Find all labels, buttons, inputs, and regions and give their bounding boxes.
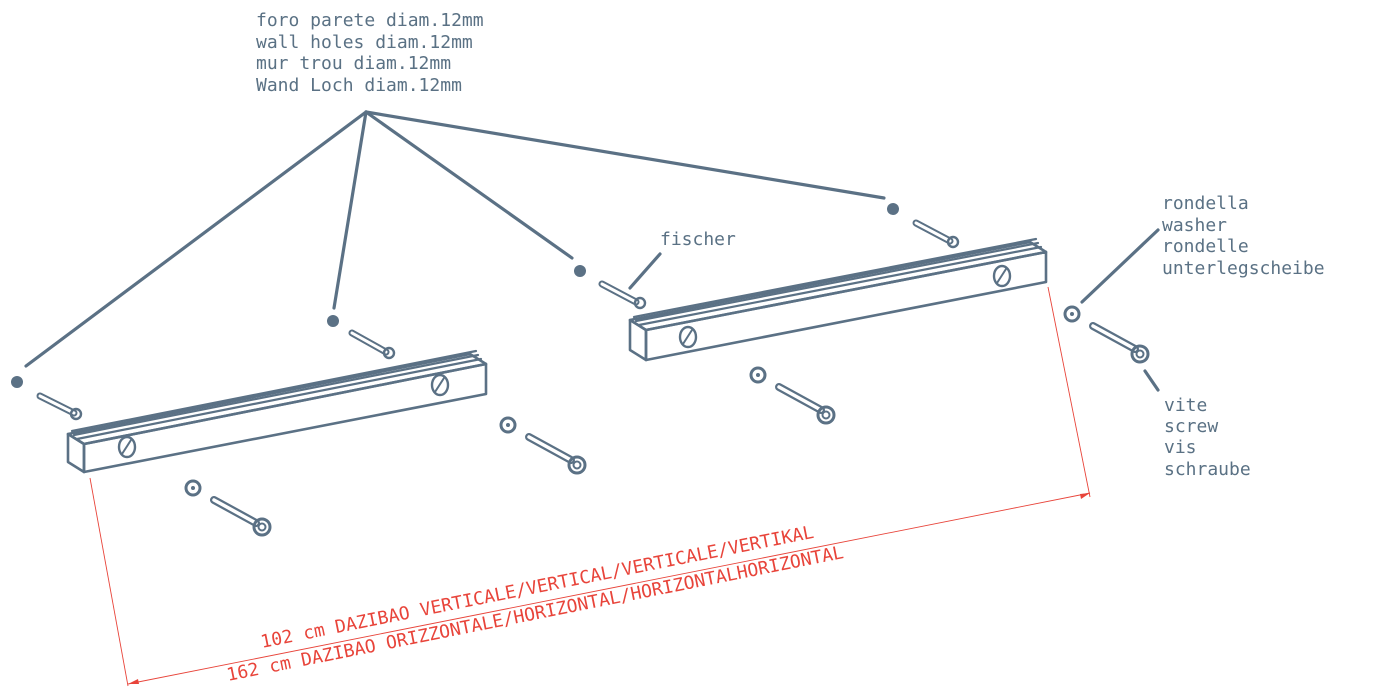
fischer-plug [912, 219, 960, 249]
washer-label: rondella washer rondelle unterlegscheibe [1162, 193, 1325, 279]
screw-assembly [499, 416, 587, 475]
wall-hole-label-fr: mur trou diam.12mm [256, 53, 451, 74]
screw-head [567, 455, 587, 475]
washer-label-fr: rondelle [1162, 236, 1249, 257]
screw-assembly [749, 366, 836, 425]
leader-line [332, 110, 368, 310]
wall-hole [327, 315, 339, 327]
washer [499, 416, 517, 434]
washer-label-en: washer [1162, 215, 1227, 236]
screw-label-de: schraube [1164, 459, 1251, 480]
washer-label-de: unterlegscheibe [1162, 258, 1325, 279]
wall-holes [11, 203, 899, 388]
rail-hole [992, 264, 1012, 288]
screw-assembly [1063, 305, 1150, 364]
screw-label-fr: vis [1164, 437, 1197, 458]
washer-label-it: rondella [1162, 193, 1249, 214]
washer [749, 366, 767, 384]
screw-leader [1143, 369, 1160, 392]
rail-hole [678, 325, 698, 349]
wall-hole [11, 376, 23, 388]
leader-line [364, 110, 886, 200]
wall-plugs [36, 219, 960, 421]
dimension-lines [89, 286, 1091, 687]
washer-leader [1080, 228, 1160, 304]
rail-hole [117, 435, 137, 459]
leader-line [364, 110, 574, 260]
screw-assembly [184, 479, 272, 537]
screw-head [252, 517, 272, 537]
wall-hole-label-de: Wand Loch diam.12mm [256, 75, 462, 96]
washer [1063, 305, 1081, 323]
leader-line [24, 110, 368, 368]
wall-hole-label-it: foro parete diam.12mm [256, 10, 484, 31]
screw-head [816, 405, 836, 425]
dimension-label-vertical: 102 cm DAZIBAO VERTICALE/VERTICAL/VERTIC… [259, 522, 816, 653]
wall-hole-label-en: wall holes diam.12mm [256, 32, 473, 53]
dimension-label-horizontal: 162 cm DAZIBAO ORIZZONTALE/HORIZONTAL/HO… [225, 542, 846, 686]
screw-label: vite screw vis schraube [1164, 395, 1251, 480]
fischer-plug [36, 392, 83, 421]
screw-label-it: vite [1164, 395, 1207, 416]
mounting-rail-left [66, 349, 488, 474]
rail-hole [430, 373, 450, 397]
mounting-rail-right [628, 237, 1048, 362]
wall-hole [887, 203, 899, 215]
screws [184, 305, 1150, 537]
fischer-label: fischer [660, 229, 736, 250]
fischer-plug [598, 280, 647, 310]
washer [184, 479, 202, 497]
fischer-leader [628, 252, 662, 290]
screw-label-en: screw [1164, 416, 1218, 437]
wall-hole [574, 265, 586, 277]
screw-head [1130, 344, 1150, 364]
fischer-plug [348, 329, 396, 360]
wall-hole-label: foro parete diam.12mm wall holes diam.12… [256, 10, 484, 96]
wall-hole-leaders [24, 110, 886, 368]
